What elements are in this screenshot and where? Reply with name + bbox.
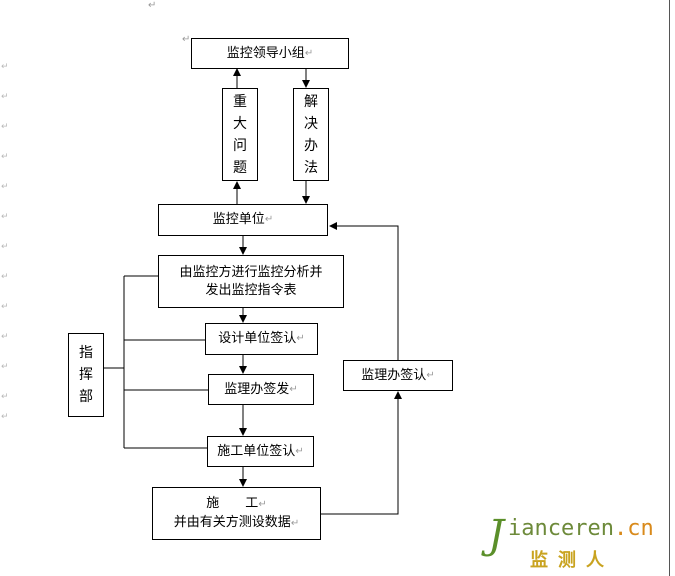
office-issue-box: 监理办签发↵ [208, 374, 314, 405]
paragraph-mark: ↵ [289, 383, 298, 395]
margin-mark: ↵ [1, 182, 9, 192]
margin-mark: ↵ [1, 92, 9, 102]
margin-mark: ↵ [1, 272, 9, 282]
logo-cn: cn [627, 516, 654, 541]
logo-latin-text: ianceren.cn [508, 516, 654, 541]
margin-mark: ↵ [1, 242, 9, 252]
paragraph-mark: ↵ [426, 369, 435, 381]
leading-group-box: 监控领导小组↵ [191, 38, 349, 69]
margin-mark: ↵ [1, 122, 9, 132]
major-issues-char: 大 [233, 115, 247, 132]
major-issues-box: 重 大 问 题 [222, 88, 258, 181]
major-issues-char: 题 [233, 159, 247, 176]
margin-mark: ↵ [1, 392, 9, 402]
margin-mark: ↵ [1, 362, 9, 372]
major-issues-char: 问 [233, 137, 247, 154]
logo-latin-word: ianceren [508, 516, 614, 541]
paragraph-mark: ↵ [264, 214, 274, 225]
command-char: 指 [79, 345, 93, 361]
monitoring-unit-label: 监控单位 [212, 212, 265, 227]
paragraph-mark: ↵ [182, 34, 191, 45]
jianceren-logo: J ianceren.cn 监测人 [488, 510, 673, 574]
paragraph-mark: ↵ [296, 333, 305, 344]
construction-line-2: 并由有关方测设数据 [173, 514, 291, 530]
margin-mark: ↵ [1, 152, 9, 162]
analysis-line-2: 发出监控指令表 [205, 282, 297, 298]
major-issues-char: 重 [233, 93, 247, 110]
solutions-char: 办 [304, 137, 318, 154]
design-sign-label: 设计单位签认 [218, 331, 297, 346]
paragraph-mark: ↵ [258, 498, 267, 510]
solutions-char: 法 [304, 159, 318, 176]
logo-dot: . [613, 516, 628, 541]
page-edge-rule [669, 0, 670, 576]
construction-box: 施 工↵ 并由有关方测设数据↵ [152, 487, 321, 540]
solutions-box: 解 决 办 法 [293, 88, 329, 181]
solutions-char: 决 [304, 115, 318, 132]
office-issue-label: 监理办签发 [224, 381, 290, 397]
solutions-char: 解 [304, 93, 318, 110]
analysis-box: 由监控方进行监控分析并 发出监控指令表 [158, 255, 344, 308]
command-char: 部 [79, 389, 93, 405]
leading-group-label: 监控领导小组 [226, 45, 305, 61]
margin-mark: ↵ [1, 332, 9, 342]
logo-chinese-text: 监测人 [530, 550, 614, 571]
office-sign-label: 监理办签认 [361, 367, 427, 383]
paragraph-mark: ↵ [148, 0, 157, 11]
construction-sign-box: 施工单位签认↵ [207, 436, 314, 467]
command-box: 指 挥 部 [68, 333, 104, 417]
construction-line-1: 施 工 [206, 495, 259, 511]
logo-letter-j: J [488, 512, 505, 558]
paragraph-mark: ↵ [290, 517, 300, 529]
paragraph-mark: ↵ [304, 47, 314, 59]
arrow-office-sign-to-unit [329, 222, 399, 360]
office-sign-box: 监理办签认↵ [343, 360, 453, 391]
margin-mark: ↵ [1, 62, 9, 72]
command-char: 挥 [79, 367, 93, 383]
arrow-construction-to-office-sign [321, 391, 402, 515]
margin-mark: ↵ [1, 302, 9, 312]
paragraph-mark: ↵ [295, 445, 304, 457]
construction-sign-label: 施工单位签认 [217, 443, 296, 459]
margin-mark: ↵ [1, 212, 9, 222]
analysis-line-1: 由监控方进行监控分析并 [179, 264, 323, 280]
monitoring-unit-box: 监控单位↵ [158, 204, 328, 236]
margin-mark: ↵ [1, 412, 9, 422]
design-sign-box: 设计单位签认↵ [205, 323, 318, 355]
